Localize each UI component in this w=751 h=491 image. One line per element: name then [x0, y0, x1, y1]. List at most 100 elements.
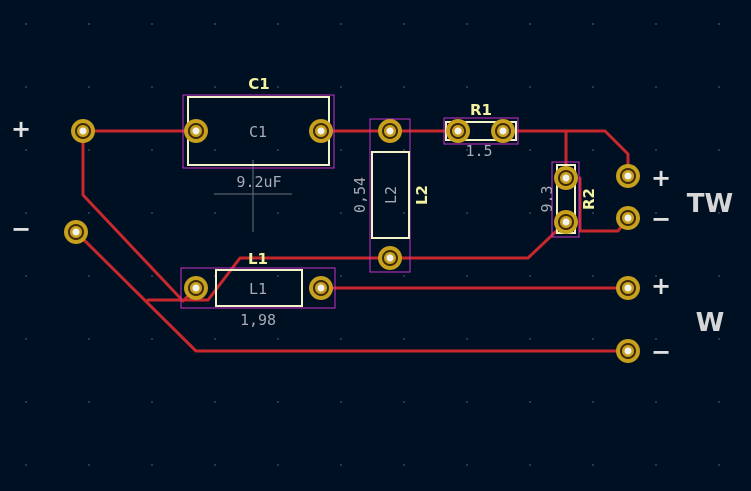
input-minus-pad[interactable] [64, 220, 88, 244]
grid-dot [88, 23, 90, 25]
grid-dot [466, 401, 468, 403]
c1-ref: C1 [248, 75, 269, 93]
grid-dot [25, 212, 27, 214]
grid-dot [403, 401, 405, 403]
grid-dot [655, 338, 657, 340]
grid-dot [466, 464, 468, 466]
tw-plus-pad[interactable] [616, 164, 640, 188]
grid-dot [529, 23, 531, 25]
tw-minus-pad[interactable] [616, 206, 640, 230]
l1-pad-1[interactable] [184, 276, 208, 300]
grid-dot [592, 212, 594, 214]
r1-pad-1-drill [454, 127, 462, 135]
input-minus-pad-drill [72, 228, 80, 236]
w-plus-pad-ring [620, 280, 636, 296]
grid-dot [466, 275, 468, 277]
track-l2-to-r2 [388, 220, 568, 260]
grid-dot [277, 338, 279, 340]
l2-pad-2[interactable] [378, 246, 402, 270]
c1-pad-1-ring [188, 123, 204, 139]
tw-plus-label: + [651, 164, 671, 192]
r2-pad-2[interactable] [554, 210, 578, 234]
grid-dot [718, 86, 720, 88]
c1-pad-2-drill [317, 127, 325, 135]
l1-value: 1,98 [240, 311, 276, 329]
tw-minus-pad-ring [620, 210, 636, 226]
pads [64, 119, 640, 363]
grid-dot [277, 149, 279, 151]
track-l2-to-minus-bus [146, 256, 392, 302]
grid-dot [151, 338, 153, 340]
input-plus-label: + [11, 115, 31, 143]
l1-pad-1-drill [192, 284, 200, 292]
r1-pad-2-ring [495, 123, 511, 139]
grid-dot [214, 149, 216, 151]
grid-dot [529, 275, 531, 277]
l2-pad-2-drill [386, 254, 394, 262]
grid-dot [25, 86, 27, 88]
l1-courtyard [180, 267, 336, 309]
r1-pad-1[interactable] [446, 119, 470, 143]
grid-dot [529, 212, 531, 214]
l2-pad-1[interactable] [378, 119, 402, 143]
grid-dot [214, 401, 216, 403]
grid-dot [466, 149, 468, 151]
input-plus-pad[interactable] [71, 119, 95, 143]
l1-pad-2-ring [313, 280, 329, 296]
w-minus-pad[interactable] [616, 339, 640, 363]
grid-dot [277, 275, 279, 277]
grid-dot [403, 86, 405, 88]
r2-pad-1-ring [558, 170, 574, 186]
w-plus-pad[interactable] [616, 276, 640, 300]
grid-dot [151, 149, 153, 151]
grid-dot [529, 86, 531, 88]
r1-courtyard [443, 117, 519, 145]
l2-pad-2-ring [382, 250, 398, 266]
grid-dot [655, 275, 657, 277]
grid-dot [277, 464, 279, 466]
grid-dot [403, 275, 405, 277]
r1-pad-2-drill [499, 127, 507, 135]
tw-plus-pad-drill [624, 172, 632, 180]
grid-dot [151, 464, 153, 466]
grid-dot [592, 86, 594, 88]
grid-dot [151, 23, 153, 25]
grid-dot [655, 464, 657, 466]
grid-dot [214, 338, 216, 340]
r2-pad-2-ring [558, 214, 574, 230]
grid-dots [25, 23, 720, 466]
grid-dot [340, 464, 342, 466]
grid-dot [655, 23, 657, 25]
r1-pad-2[interactable] [491, 119, 515, 143]
grid-dot [592, 464, 594, 466]
grid-dot [340, 338, 342, 340]
grid-dot [655, 86, 657, 88]
grid-dot [214, 86, 216, 88]
tweeter-label: TW [687, 189, 733, 219]
c1-pad-1[interactable] [184, 119, 208, 143]
grid-dot [529, 338, 531, 340]
r1-value: 1.5 [465, 142, 492, 160]
grid-dot [718, 401, 720, 403]
grid-dot [88, 275, 90, 277]
w-plus-label: + [651, 272, 671, 300]
c1-pad-2[interactable] [309, 119, 333, 143]
c1-body-label: C1 [249, 123, 267, 141]
l1-body-label: L1 [249, 280, 267, 298]
grid-dot [655, 401, 657, 403]
l2-outline [371, 151, 410, 239]
grid-dot [466, 23, 468, 25]
grid-dot [340, 23, 342, 25]
grid-dot [88, 86, 90, 88]
grid-dot [340, 212, 342, 214]
r2-ref: R2 [580, 188, 598, 210]
grid-dot [88, 212, 90, 214]
r2-pad-1[interactable] [554, 166, 578, 190]
l2-ref: L2 [413, 185, 431, 205]
grid-dot [340, 149, 342, 151]
grid-dot [718, 149, 720, 151]
grid-dot [277, 86, 279, 88]
w-minus-pad-ring [620, 343, 636, 359]
grid-dot [403, 464, 405, 466]
l1-pad-2[interactable] [309, 276, 333, 300]
